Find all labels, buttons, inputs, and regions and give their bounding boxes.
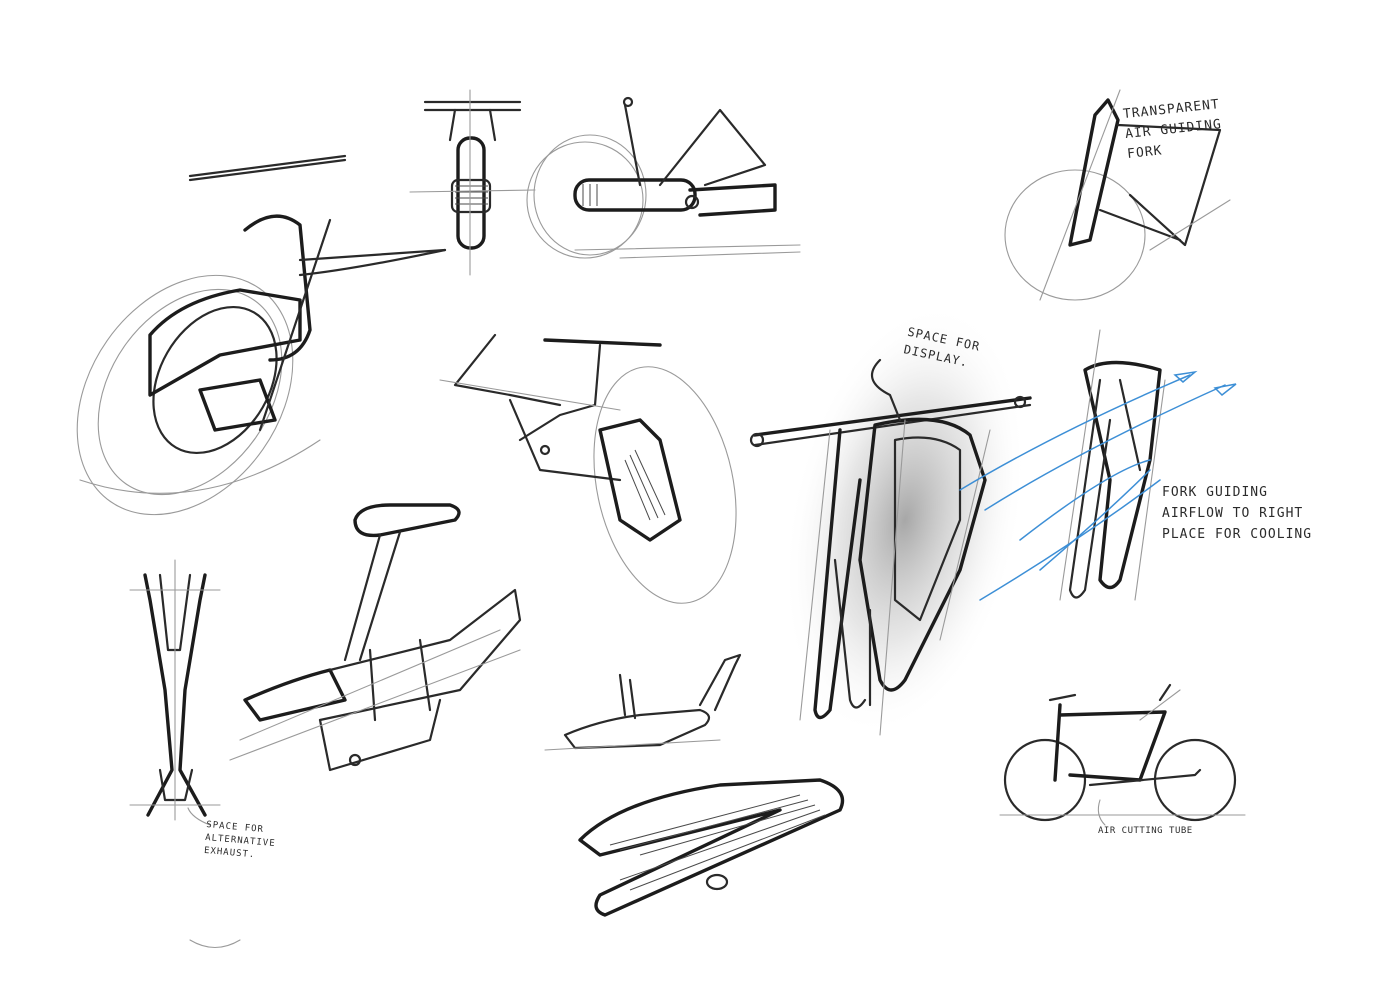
handlebar-stroke-sketch [188,154,347,182]
annotation-line: FORK GUIDING [1162,485,1268,500]
airflow-fork-sketch [959,329,1237,601]
annotation-line: PLACE FOR COOLING [1162,527,1313,542]
complete-bike-side-sketch [999,683,1246,826]
front-wheel-perspective-sketch [76,214,447,516]
side-profile-sketch [526,96,801,259]
transparent-fork-sketch [1004,89,1231,301]
annotation-air-cutting-tube: AIR CUTTING TUBE [1098,826,1193,836]
central-fork-display-sketch [749,303,1032,737]
annotation-transparent-fork: TRANSPARENT AIR GUIDING FORK [1122,95,1225,165]
stem-saddle-sketch [544,653,742,751]
annotation-fork-guiding: FORK GUIDING AIRFLOW TO RIGHT PLACE FOR … [1162,482,1312,545]
bike-three-quarter-sketch [439,333,737,604]
wedge-saddle-sketch [578,778,845,917]
annotation-space-for-exhaust: SPACE FOR ALTERNATIVE EXHAUST. [203,819,277,864]
faint-curve-sketch [189,939,241,949]
front-view-sketch [409,89,536,276]
annotation-line: AIRFLOW TO RIGHT [1162,506,1304,521]
frame-seat-perspective-sketch [229,503,522,772]
fork-top-view-sketch [129,559,221,826]
